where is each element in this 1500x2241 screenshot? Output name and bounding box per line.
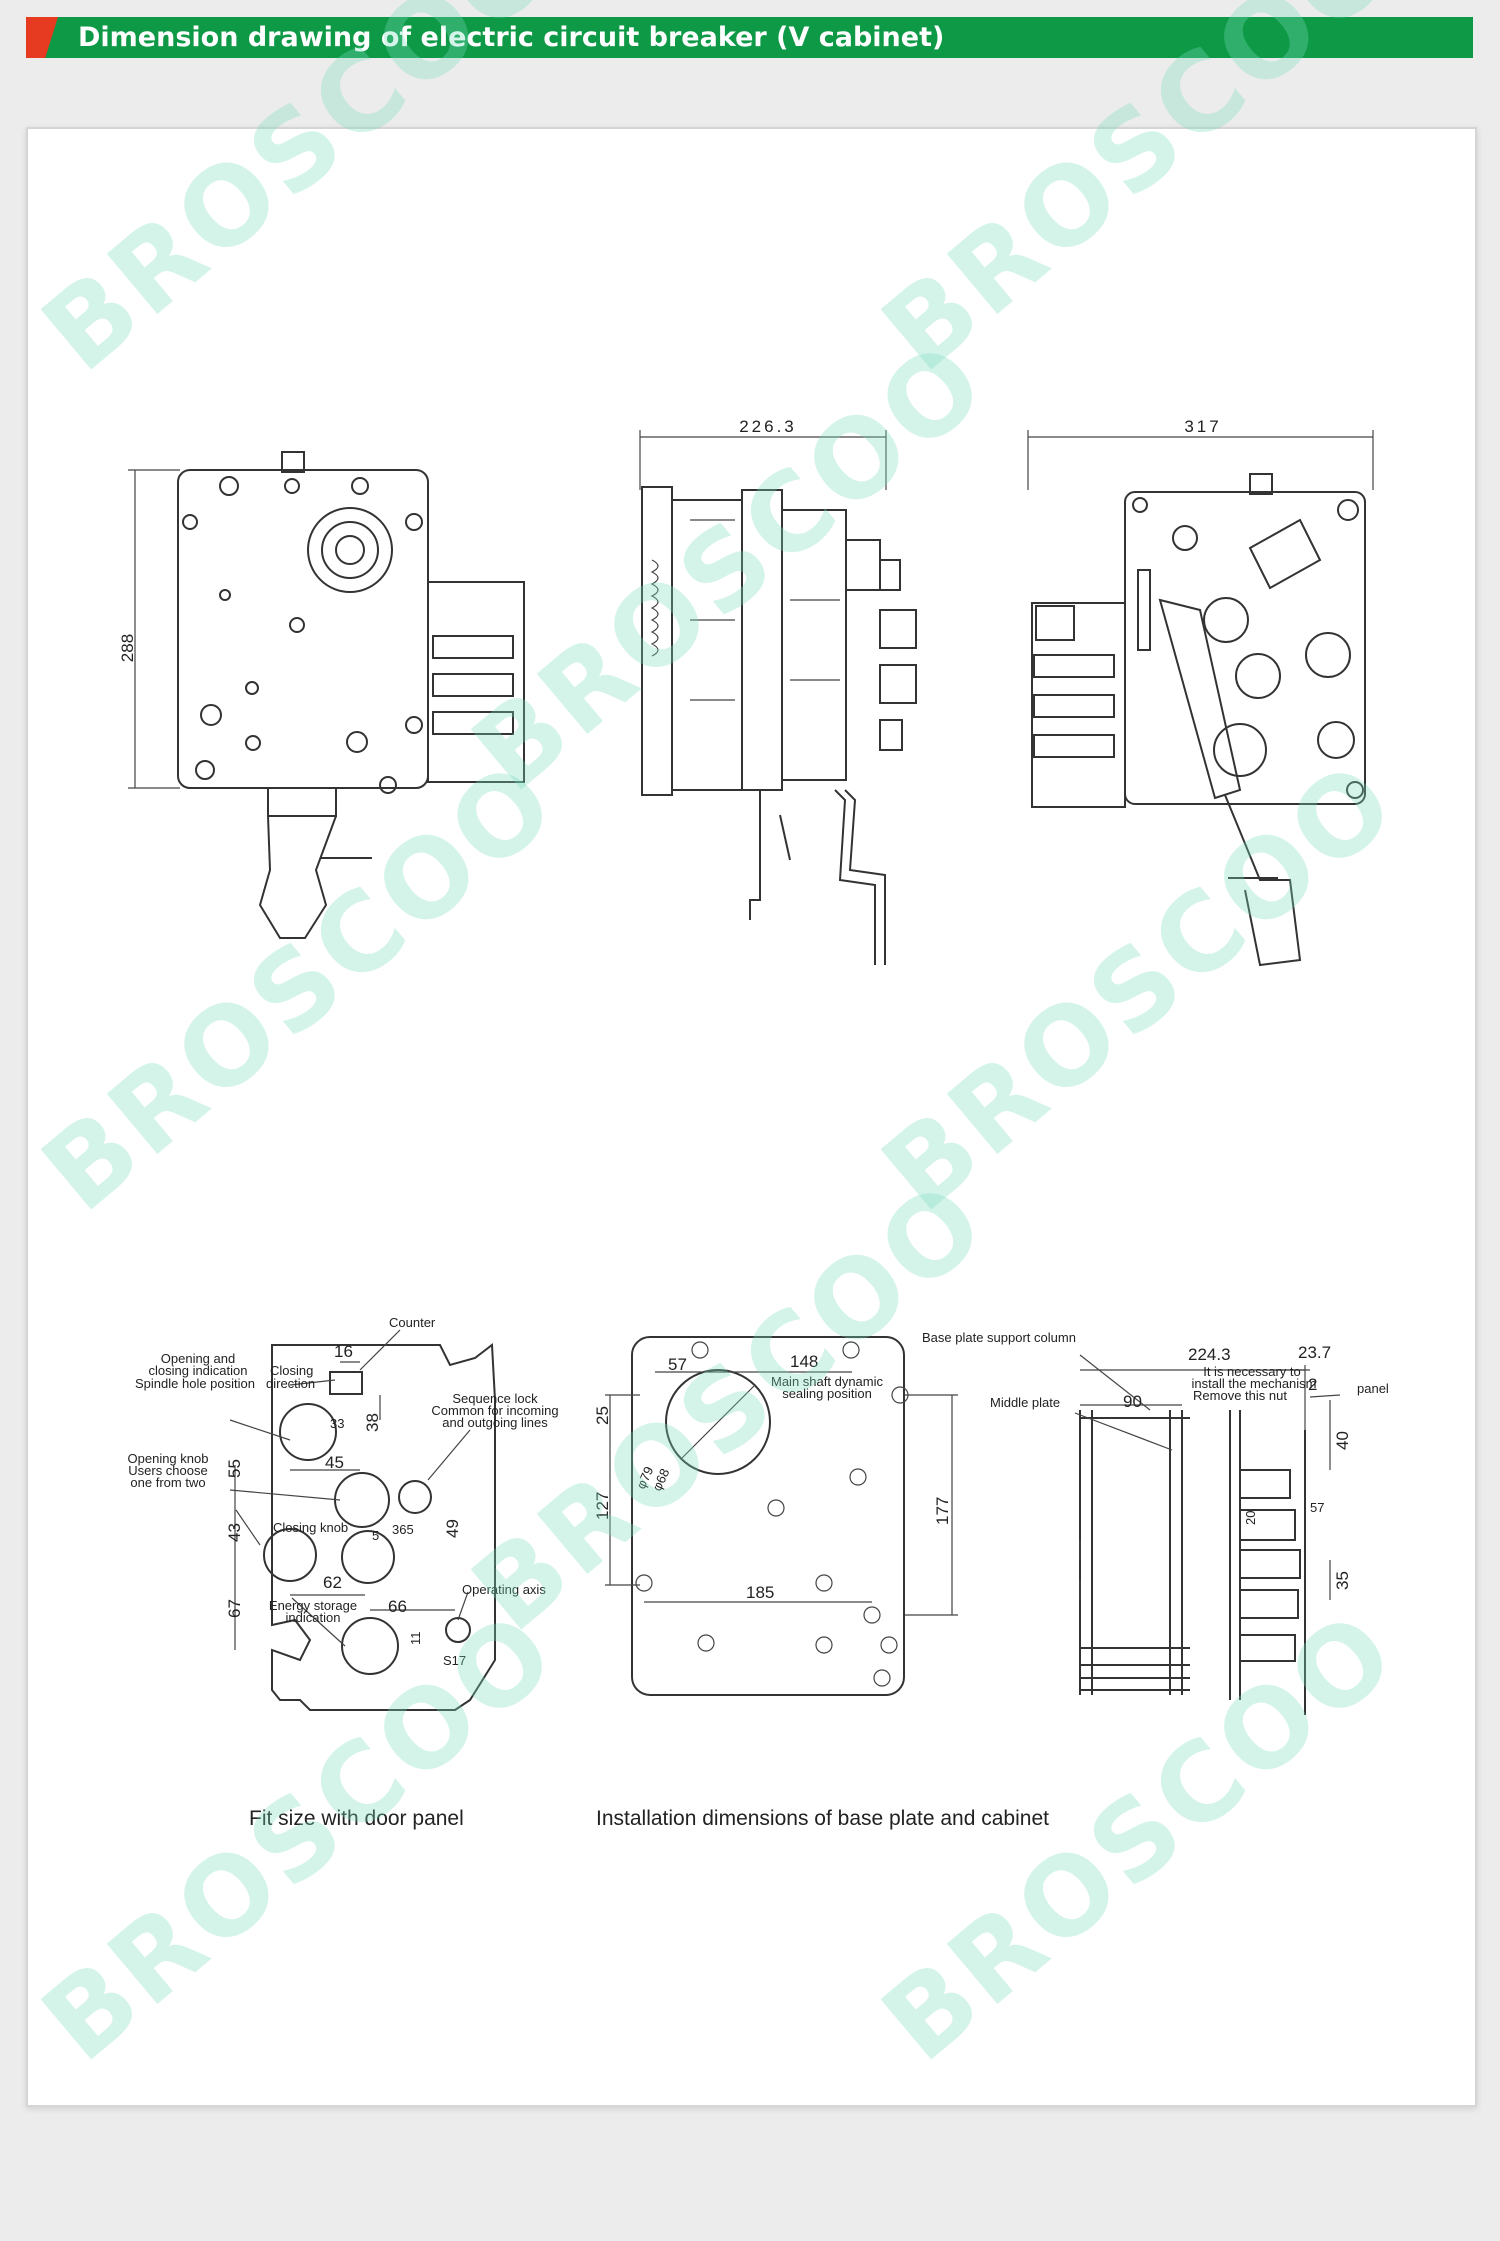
caption-base-plate: Installation dimensions of base plate an… (596, 1807, 1049, 1830)
dim-45: 45 (325, 1453, 344, 1472)
dim-11: 11 (408, 1632, 423, 1646)
dim-57: 57 (668, 1355, 687, 1374)
dim-38: 38 (363, 1413, 382, 1432)
label-sequence-lock-2: Common for incoming (431, 1403, 558, 1418)
front-height-dim: 288 (118, 634, 137, 662)
base-plate-drawing: 57 148 25 127 177 185 φ79 φ68 Main shaft… (593, 1336, 958, 1696)
front-view: 288 (118, 451, 525, 939)
drawing-panel (26, 127, 1477, 2107)
dim-365: 365 (392, 1522, 414, 1537)
label-middle-plate: Middle plate (990, 1395, 1060, 1410)
dim-66: 66 (388, 1597, 407, 1616)
label-closing-direction-2: direction (266, 1376, 315, 1391)
section-header-bar: Dimension drawing of electric circuit br… (26, 17, 1473, 58)
label-energy-storage-2: indication (286, 1610, 341, 1625)
side-width-dim: 226.3 (739, 417, 797, 436)
dim-148: 148 (790, 1352, 818, 1371)
door-panel-drawing: Counter Opening and closing indication S… (128, 1315, 559, 1711)
label-main-shaft: Main shaft dynamic (771, 1374, 883, 1389)
dim-40: 40 (1333, 1431, 1352, 1450)
label-energy-storage: Energy storage (269, 1598, 357, 1613)
dim-5: 5 (372, 1528, 379, 1543)
dim-25: 25 (593, 1406, 612, 1425)
dim-185: 185 (746, 1583, 774, 1602)
label-opening-knob-2: Users choose (128, 1463, 207, 1478)
dim-s17: S17 (443, 1653, 466, 1668)
dim-62: 62 (323, 1573, 342, 1592)
label-closing-knob: Closing knob (273, 1520, 348, 1535)
label-closing-direction: Closing (270, 1363, 313, 1378)
dim-43: 43 (225, 1523, 244, 1542)
label-main-shaft-2: sealing position (782, 1386, 872, 1401)
label-opening-closing-indication: Opening and (161, 1351, 235, 1366)
label-support-column: Base plate support column (922, 1330, 1076, 1345)
dim-35: 35 (1333, 1571, 1352, 1590)
dim-2: 2 (1308, 1375, 1317, 1394)
caption-door-panel: Fit size with door panel (249, 1807, 464, 1830)
dim-127: 127 (593, 1492, 612, 1520)
dim-49: 49 (443, 1519, 462, 1538)
side-install-drawing: Base plate support column Middle plate I… (922, 1330, 1389, 1715)
label-nut-note-2: install the mechanism (1192, 1376, 1317, 1391)
dim-224-3: 224.3 (1188, 1345, 1231, 1364)
label-opening-knob: Opening knob (128, 1451, 209, 1466)
label-spindle-hole: Spindle hole position (135, 1376, 255, 1391)
rear-width-dim: 317 (1184, 417, 1221, 436)
label-nut-note: It is necessary to (1203, 1364, 1301, 1379)
dim-90: 90 (1123, 1392, 1142, 1411)
dim-57-side: 57 (1310, 1500, 1324, 1515)
dim-55: 55 (225, 1459, 244, 1478)
dim-177: 177 (933, 1497, 952, 1525)
page-title: Dimension drawing of electric circuit br… (78, 22, 945, 53)
label-opening-knob-3: one from two (130, 1475, 205, 1490)
dim-33: 33 (330, 1416, 344, 1431)
dim-67: 67 (225, 1599, 244, 1618)
label-panel: panel (1357, 1381, 1389, 1396)
side-view: 226.3 (639, 417, 917, 965)
label-sequence-lock: Sequence lock (452, 1391, 538, 1406)
label-nut-note-3: Remove this nut (1193, 1388, 1287, 1403)
dim-20: 20 (1243, 1511, 1258, 1525)
dim-23-7: 23.7 (1298, 1343, 1331, 1362)
label-counter: Counter (389, 1315, 436, 1330)
label-operating-axis: Operating axis (462, 1582, 546, 1597)
label-opening-closing-indication-2: closing indication (148, 1363, 247, 1378)
dim-16: 16 (334, 1342, 353, 1361)
label-sequence-lock-3: and outgoing lines (442, 1415, 548, 1430)
rear-view: 317 (1027, 417, 1374, 967)
